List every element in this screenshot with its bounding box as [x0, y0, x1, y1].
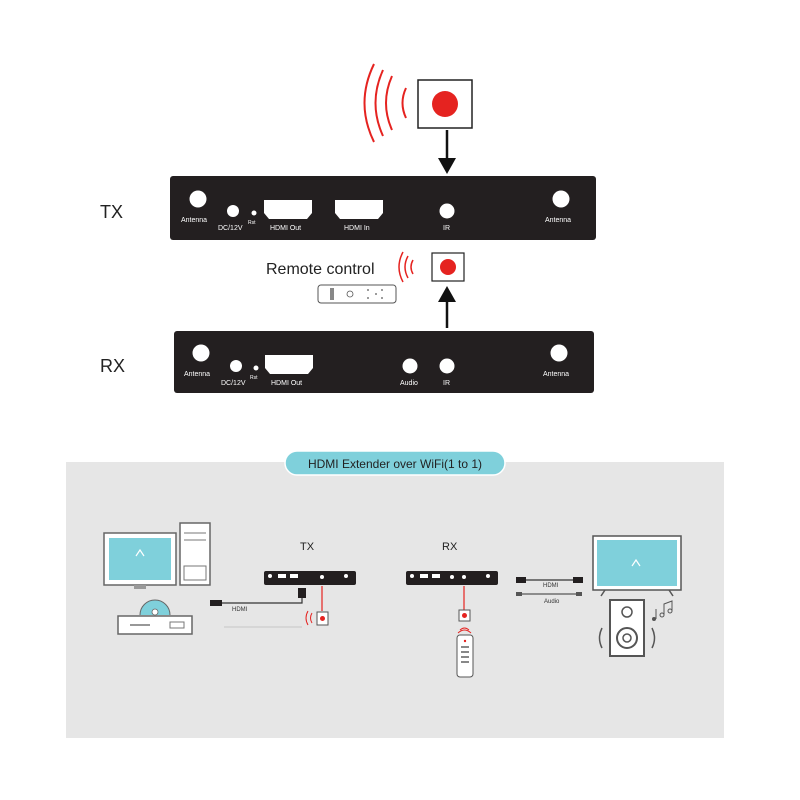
tx-dc-label: DC/12V	[218, 225, 243, 232]
reset-button-icon	[251, 210, 257, 216]
rx-antenna-right-label: Antenna	[543, 371, 569, 378]
rx-audio-label: Audio	[400, 380, 418, 387]
hdmi-cable-label-left: HDMI	[232, 607, 248, 613]
hdmi-cable-source-tx: HDMI	[210, 588, 306, 613]
sound-wave-icon	[598, 627, 603, 649]
tx-row-label: TX	[100, 202, 123, 222]
ir-wave-icon	[398, 251, 404, 283]
rx-rst-label: Rst	[250, 375, 258, 381]
antenna-port-icon	[189, 190, 207, 208]
pc-tower-icon	[179, 522, 211, 586]
tx-ir-label: IR	[443, 225, 450, 232]
tx-hdmi-in-label: HDMI In	[344, 225, 370, 232]
tx-antenna-right-label: Antenna	[545, 217, 571, 224]
antenna-port-icon	[552, 190, 570, 208]
ir-wave-icon	[404, 255, 409, 279]
rx-ir-label: IR	[443, 380, 450, 387]
usage-title: HDMI Extender over WiFi(1 to 1)	[308, 457, 482, 471]
dc-port-icon	[227, 205, 239, 217]
ir-wave-icon	[374, 69, 384, 137]
hdmi-cable-label-right: HDMI	[543, 583, 559, 589]
dvd-player-icon	[117, 599, 193, 635]
music-notes-icon	[652, 600, 673, 621]
speaker-icon	[598, 599, 656, 657]
tx-rst-label: Rst	[248, 220, 256, 226]
dc-port-icon	[230, 360, 242, 372]
ir-wave-icon	[385, 75, 393, 131]
usage-tx-ir-receiver	[305, 586, 329, 626]
rx-antenna-left-label: Antenna	[184, 371, 210, 378]
usage-remote-control-icon	[456, 634, 474, 678]
rx-row-label: RX	[100, 356, 125, 376]
audio-cable-rx-speaker: Audio	[516, 592, 582, 605]
ir-red-dot	[440, 259, 456, 275]
antenna-port-icon	[550, 344, 568, 362]
rx-dc-label: DC/12V	[221, 380, 246, 387]
ir-red-dot	[432, 91, 458, 117]
sound-wave-icon	[651, 627, 656, 649]
hdmi-port-icon	[335, 200, 383, 219]
usage-rx-label: RX	[442, 541, 458, 553]
ir-emitter-top	[363, 63, 473, 143]
ir-port-icon	[439, 203, 455, 219]
arrow-up-icon	[438, 286, 456, 328]
rx-hdmi-out-label: HDMI Out	[271, 380, 302, 387]
usage-rx-device	[406, 571, 498, 585]
usage-tx-device	[264, 571, 356, 585]
ir-wave-icon	[401, 87, 407, 119]
audio-cable-label: Audio	[544, 599, 560, 605]
usage-title-pill: HDMI Extender over WiFi(1 to 1)	[284, 450, 506, 476]
rx-device-panel: Antenna DC/12V Rst HDMI Out Audio IR Ant…	[174, 331, 594, 393]
source-monitor-icon	[103, 532, 177, 589]
antenna-port-icon	[192, 344, 210, 362]
hdmi-cable-rx-tv: HDMI	[516, 577, 583, 589]
reset-button-icon	[253, 365, 259, 371]
arrow-down-icon	[438, 130, 456, 174]
usage-rx-ir-receiver	[457, 586, 472, 634]
ir-wave-icon	[410, 259, 414, 275]
remote-control-label: Remote control	[266, 261, 375, 278]
audio-port-icon	[402, 358, 418, 374]
ir-wave-icon	[363, 63, 375, 143]
remote-control-icon	[317, 284, 397, 304]
ir-wave-icon	[310, 612, 313, 624]
hdmi-port-icon	[265, 355, 313, 374]
tx-antenna-left-label: Antenna	[181, 217, 207, 224]
hdmi-port-icon	[264, 200, 312, 219]
tx-device-panel: Antenna DC/12V Rst HDMI Out HDMI In IR A…	[170, 176, 596, 240]
ir-wave-icon	[457, 629, 472, 634]
ir-port-icon	[439, 358, 455, 374]
ir-receiver-middle	[398, 251, 465, 283]
ir-wave-icon	[459, 627, 470, 631]
tv-icon	[592, 535, 682, 597]
usage-tx-label: TX	[300, 541, 315, 553]
ir-wave-icon	[305, 610, 309, 626]
tx-hdmi-out-label: HDMI Out	[270, 225, 301, 232]
